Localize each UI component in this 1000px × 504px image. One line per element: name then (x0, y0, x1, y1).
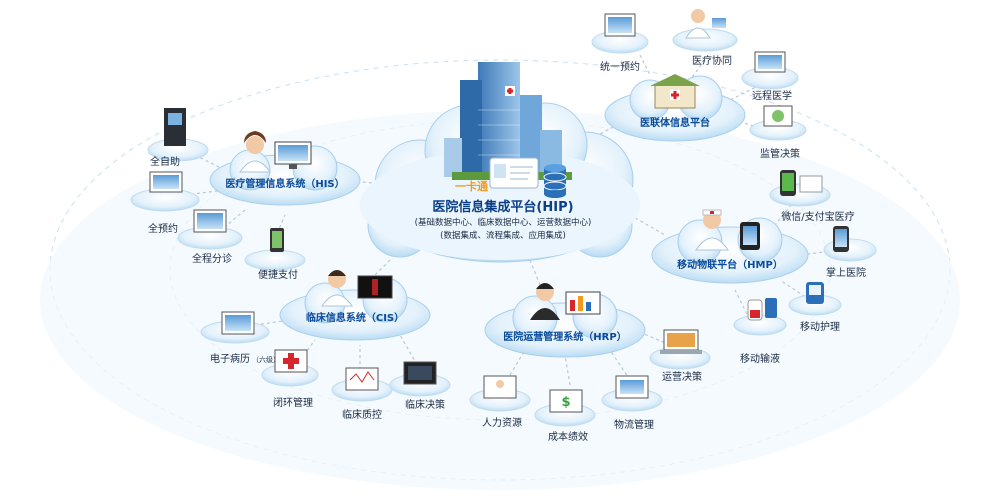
node-labels: 全自助 全预约 全程分诊 便捷支付 电子病历 （六级） 闭环管理 临床质控 临床… (148, 54, 866, 443)
triage-monitor-icon (193, 209, 227, 233)
decision-monitor-icon (403, 361, 437, 385)
his-monitor-icon (274, 141, 312, 169)
label-remote: 远程医学 (752, 89, 792, 102)
hip-line1: (基础数据中心、临床数据中心、运营数据中心) (415, 217, 592, 228)
doctor-female-icon (239, 131, 271, 173)
label-full-guide: 全程分诊 (192, 252, 232, 265)
clinic-building-icon (650, 74, 700, 109)
hrp-monitor-icon (565, 291, 601, 315)
label-clinical-decision: 临床决策 (405, 398, 445, 411)
emr-monitor-icon (221, 311, 255, 335)
logistics-monitor-icon (615, 375, 649, 399)
hrp-hub-label: 医院运营管理系统（HRP） (503, 330, 626, 343)
supervision-monitor-icon (763, 105, 793, 127)
infusion-bag-icon (747, 298, 777, 321)
hr-monitor-icon (483, 375, 517, 399)
hip-title: 医院信息集成平台(HIP) (432, 199, 573, 215)
label-emr-level: （六级） (252, 355, 280, 364)
hmp-hub-label: 移动物联平台（HMP） (677, 258, 783, 271)
label-self-service: 全自助 (150, 155, 180, 168)
wechat-phone-icon (780, 170, 823, 196)
label-supervision: 监管决策 (760, 147, 800, 160)
kiosk-icon (164, 108, 186, 146)
phone-pay-icon (270, 228, 284, 252)
remote-medical-icon (754, 51, 786, 73)
svg-text:$: $ (561, 395, 570, 410)
label-easy-pay: 便捷支付 (258, 268, 298, 281)
cis-hub-label: 临床信息系统（CIS） (306, 311, 404, 324)
label-nursing: 移动护理 (800, 320, 840, 333)
palm-hospital-phone-icon (833, 226, 849, 252)
hmp-tablet-icon (740, 222, 760, 250)
doctor-male-icon (321, 270, 353, 307)
label-logistics: 物流管理 (614, 418, 654, 431)
booking-screen-icon (149, 171, 183, 193)
label-unified-booking: 统一预约 (600, 60, 640, 73)
closed-loop-icon (274, 349, 308, 373)
label-quality: 临床质控 (342, 408, 382, 421)
collab-doctor-icon (685, 9, 726, 39)
label-full-booking: 全预约 (148, 222, 178, 235)
label-cost: 成本绩效 (548, 430, 588, 443)
cis-monitor-icon (357, 275, 393, 299)
cost-monitor-icon: $ (549, 389, 583, 413)
database-icon (543, 164, 567, 198)
alliance-hub-label: 医联体信息平台 (640, 116, 710, 129)
label-palm: 掌上医院 (826, 266, 866, 279)
manager-icon (530, 283, 560, 320)
label-hr: 人力资源 (482, 416, 522, 429)
id-card-icon (489, 157, 539, 189)
his-hub-label: 医疗管理信息系统（HIS） (225, 177, 344, 190)
nurse-icon (695, 209, 729, 251)
label-emr: 电子病历 (210, 352, 250, 365)
hip-line2: (数据集成、流程集成、应用集成) (440, 230, 566, 241)
label-collab: 医疗协同 (692, 54, 732, 67)
ops-laptop-icon (660, 329, 702, 354)
label-infusion: 移动输液 (740, 352, 780, 365)
label-closed-loop: 闭环管理 (273, 396, 313, 409)
label-ops-decision: 运营决策 (662, 370, 702, 383)
nursing-pda-icon (806, 282, 824, 304)
booking-monitor-icon (604, 13, 636, 37)
quality-monitor-icon (345, 367, 379, 391)
card-label: 一卡通 (455, 179, 488, 193)
label-wechat: 微信/支付宝医疗 (781, 210, 854, 223)
